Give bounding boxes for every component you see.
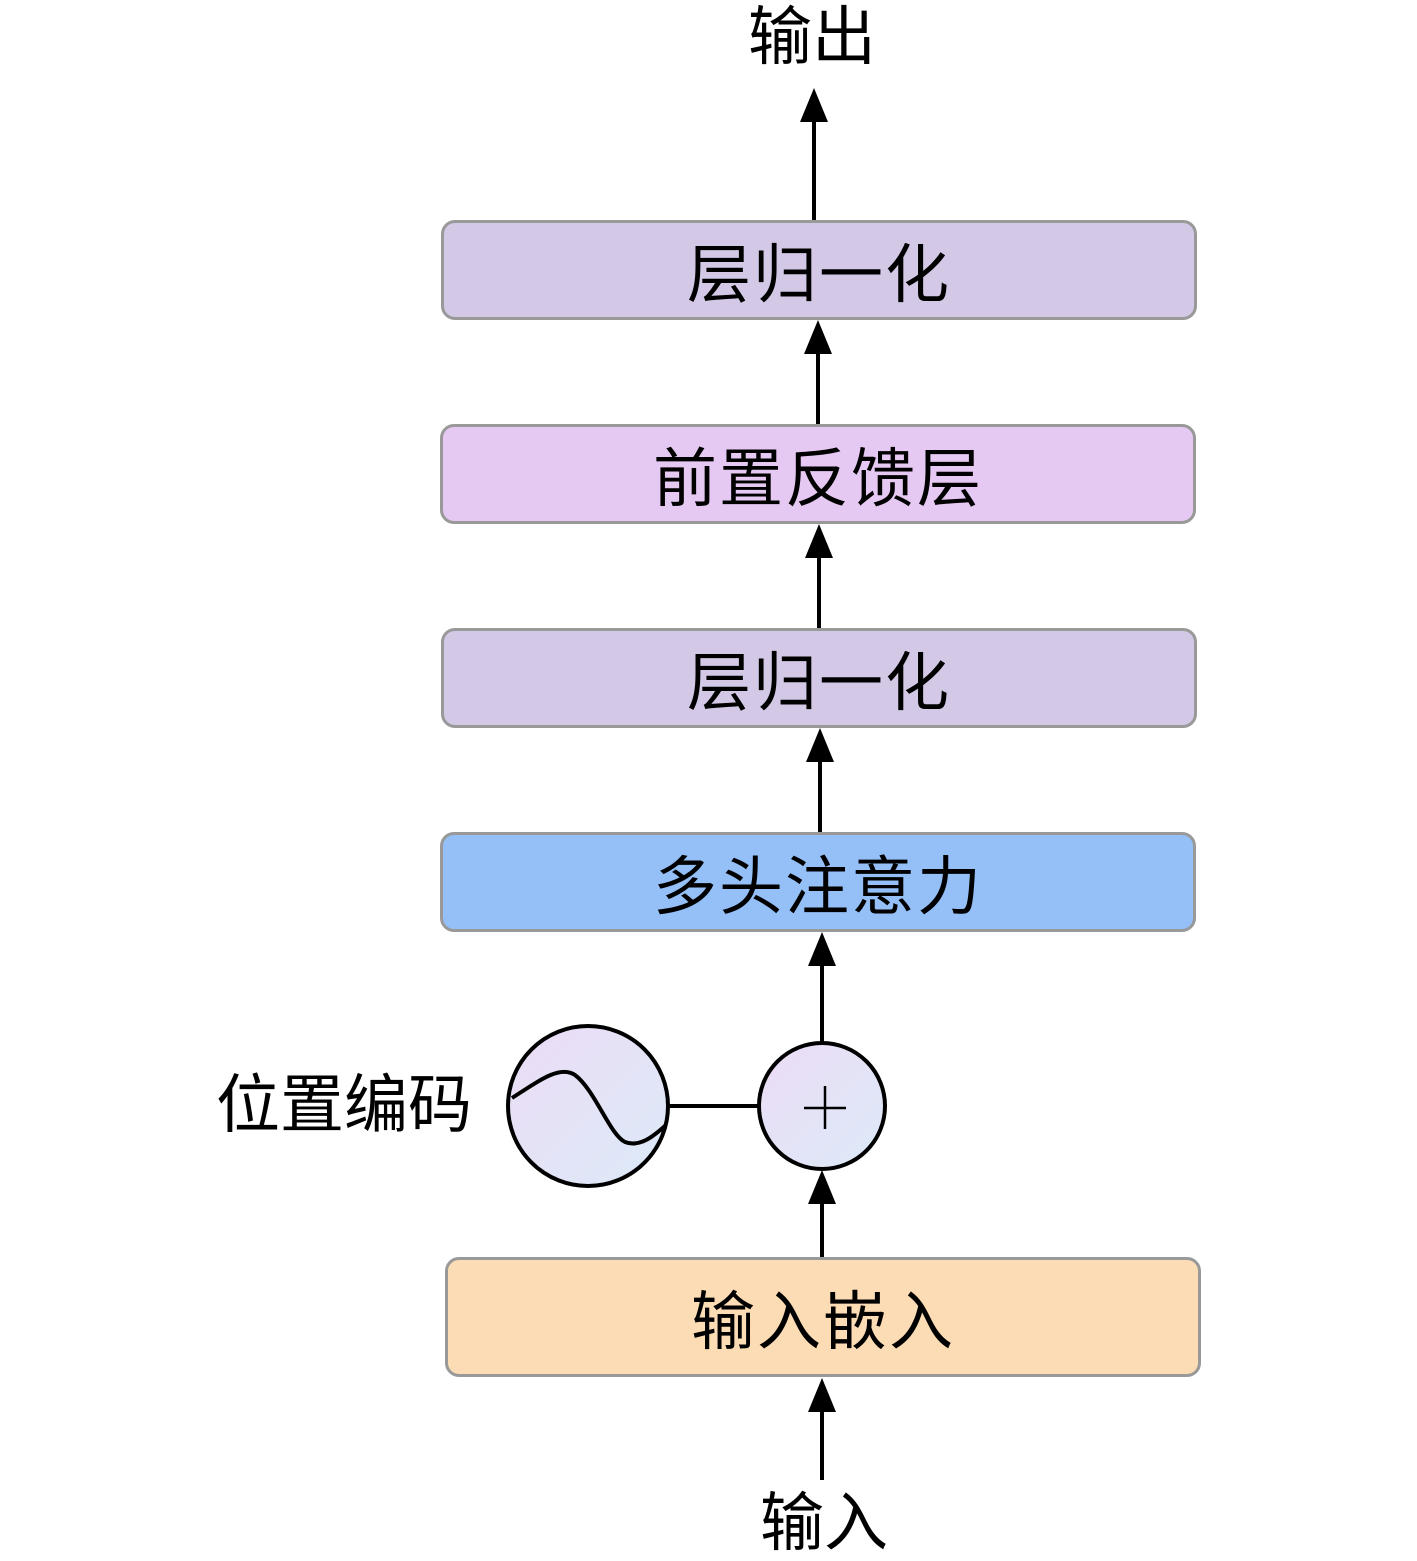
arrow-add-to-attention [808,932,836,1042]
input-embedding-label: 输入嵌入 [691,1286,955,1360]
arrow-ffn-to-norm [804,320,832,426]
layer-norm-top-block: 层归一化 [441,220,1197,320]
layer-norm-top-label: 层归一化 [687,239,951,313]
multi-head-attention-block: 多头注意力 [440,832,1196,932]
arrow-input-to-embedding [808,1378,836,1480]
layer-norm-bottom-label: 层归一化 [687,647,951,721]
add-node [757,1041,887,1171]
feed-forward-label: 前置反馈层 [653,443,983,517]
layer-norm-bottom-block: 层归一化 [441,628,1197,728]
positional-encoding-node [506,1024,670,1188]
input-embedding-block: 输入嵌入 [445,1257,1201,1377]
output-label: 输出 [748,1,876,75]
arrow-attention-to-norm [806,728,834,834]
input-label: 输入 [760,1487,888,1561]
multi-head-attention-label: 多头注意力 [653,851,983,925]
sine-wave-icon [510,1069,668,1146]
arrow-norm-to-output [800,88,828,222]
arrow-norm-to-ffn [805,524,833,630]
positional-encoding-label: 位置编码 [216,1069,472,1143]
arrow-embedding-to-add [808,1170,836,1258]
feed-forward-block: 前置反馈层 [440,424,1196,524]
